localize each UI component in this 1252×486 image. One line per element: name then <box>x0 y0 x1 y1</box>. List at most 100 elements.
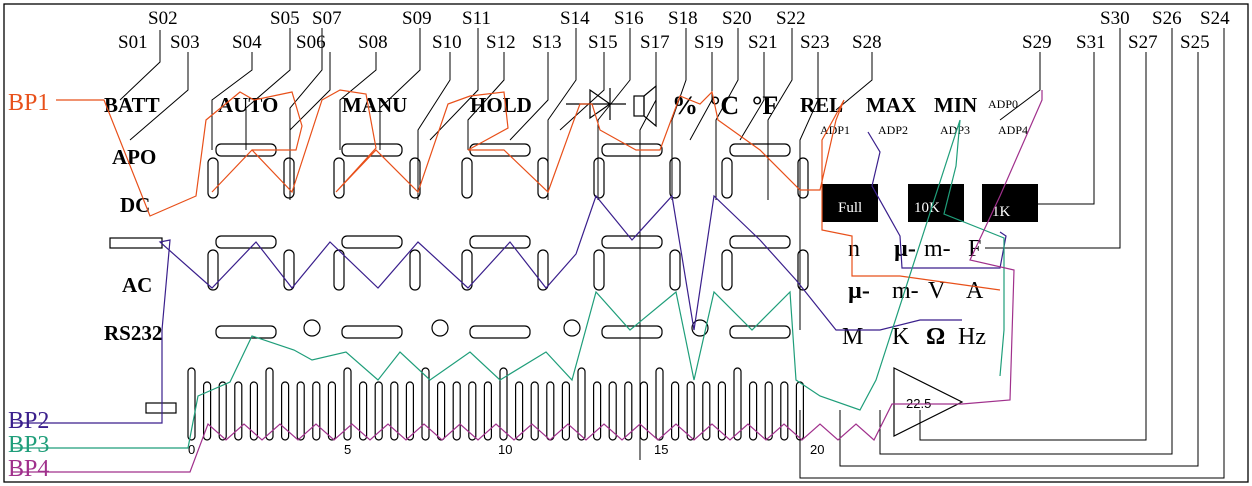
digit-4-segment-f <box>593 157 605 199</box>
connector-pin-23 <box>546 381 555 441</box>
digit-4-segment-c <box>669 249 681 291</box>
unit-volt: V <box>928 278 946 304</box>
label-s19: S19 <box>694 32 724 53</box>
digit-1-segment-f <box>207 157 219 199</box>
connector-pin-20 <box>499 367 508 441</box>
unit-mega: M <box>842 324 863 350</box>
box-full-label: Full <box>838 200 862 216</box>
indicator-hold: HOLD <box>470 93 532 117</box>
label-s26: S26 <box>1152 8 1182 29</box>
digit-4-segment-e <box>593 249 605 291</box>
connector-pin-0 <box>187 367 196 441</box>
decimal-point-1 <box>303 319 321 337</box>
digit-1-segment-g <box>215 235 277 249</box>
backplane-labels: BP1 BP2 BP3 BP4 <box>8 90 49 482</box>
label-s03: S03 <box>170 32 200 53</box>
connector-pin-33 <box>702 381 711 441</box>
connector-pins <box>187 367 805 441</box>
box-10k-label: 10K <box>914 200 940 216</box>
connector-pin-1 <box>203 381 212 441</box>
digit-2-segment-b <box>409 157 421 199</box>
label-s16: S16 <box>614 8 644 29</box>
digit-1-segment-e <box>207 249 219 291</box>
digit-3-segment-d <box>469 325 531 339</box>
digit-4-segment-d <box>601 325 663 339</box>
label-s09: S09 <box>402 8 432 29</box>
label-adp1: ADP1 <box>820 123 850 137</box>
indicator-max: MAX <box>866 93 916 117</box>
connector-pin-35 <box>733 367 742 441</box>
connector-pin-8 <box>312 381 321 441</box>
connector-pin-12 <box>374 381 383 441</box>
connector-pin-26 <box>592 381 602 441</box>
connector-pin-2 <box>218 381 227 441</box>
pin-number-5: 5 <box>344 442 351 457</box>
connector-pin-38 <box>780 381 789 441</box>
connector-pin-28 <box>624 381 633 441</box>
connector-pin-4 <box>249 381 258 441</box>
digit-3-segment-g <box>469 235 531 249</box>
connector-pin-27 <box>608 381 617 441</box>
digit-3-segment-c <box>537 249 549 291</box>
bp2-wire <box>12 194 962 424</box>
digit-5-segment-d <box>729 325 791 339</box>
label-s17: S17 <box>640 32 670 53</box>
connector-pin-34 <box>717 381 727 441</box>
connector-pin-5 <box>265 367 274 441</box>
label-s18: S18 <box>668 8 698 29</box>
indicator-manu: MANU <box>342 93 407 117</box>
box-10k <box>908 184 964 222</box>
digit-2-segment-c <box>409 249 421 291</box>
connector-pin-16 <box>437 381 446 441</box>
connector-pin-14 <box>405 381 414 441</box>
label-adp4: ADP4 <box>998 123 1028 137</box>
digit-1-segment-b <box>283 157 295 199</box>
connector-pin-19 <box>483 381 492 441</box>
connector-pin-22 <box>530 381 539 441</box>
label-s02: S02 <box>148 8 178 29</box>
connector-pin-11 <box>359 381 368 441</box>
label-s22: S22 <box>776 8 806 29</box>
bp2-label: BP2 <box>8 408 49 434</box>
digit-2-segment-a <box>341 143 403 157</box>
label-adp0: ADP0 <box>988 97 1018 111</box>
connector-pin-24 <box>561 381 571 441</box>
unit-n: n <box>848 236 860 262</box>
digit-4-segment-b <box>669 157 681 199</box>
label-adp3: ADP3 <box>940 123 970 137</box>
unit-hertz: Hz <box>958 324 986 350</box>
pin-number-15: 15 <box>654 442 668 457</box>
bp3-wire <box>12 119 1005 449</box>
unit-milli-1: m- <box>924 236 951 262</box>
label-s11: S11 <box>462 8 491 29</box>
digit-1-segment-c <box>283 249 295 291</box>
segment-labels-top: S02 S05 S07 S09 S11 S14 S16 S18 S20 S22 … <box>148 8 1230 29</box>
label-s25: S25 <box>1180 32 1210 53</box>
digit-5-segment-c <box>797 249 809 291</box>
bp4-label: BP4 <box>8 456 49 482</box>
box-full <box>822 184 878 222</box>
unit-micro-2: µ- <box>848 278 870 304</box>
connector-pin-3 <box>234 381 243 441</box>
label-s23: S23 <box>800 32 830 53</box>
digit-5-segment-e <box>721 249 733 291</box>
buzzer-icon <box>633 84 657 128</box>
pin-number-20: 20 <box>810 442 824 457</box>
label-s27: S27 <box>1128 32 1158 53</box>
digit-5-segment-a <box>729 143 791 157</box>
pin-numbers: 0 5 10 15 20 <box>188 442 824 457</box>
box-1k-label: 1K <box>992 204 1011 220</box>
label-s21: S21 <box>748 32 778 53</box>
label-s20: S20 <box>722 8 752 29</box>
digit-2-segment-e <box>333 249 345 291</box>
segment-labels-bottom: S01 S03 S04 S06 S08 S10 S12 S13 S15 S17 … <box>118 32 1210 53</box>
digit-1-segment-d <box>215 325 277 339</box>
label-s12: S12 <box>486 32 516 53</box>
connector-pin-18 <box>468 381 477 441</box>
connector-pin-17 <box>452 381 461 441</box>
digit-3-segment-f <box>461 157 473 199</box>
connector-pin-13 <box>390 381 399 441</box>
digit-2-segment-f <box>333 157 345 199</box>
connector-pin-31 <box>670 381 680 441</box>
